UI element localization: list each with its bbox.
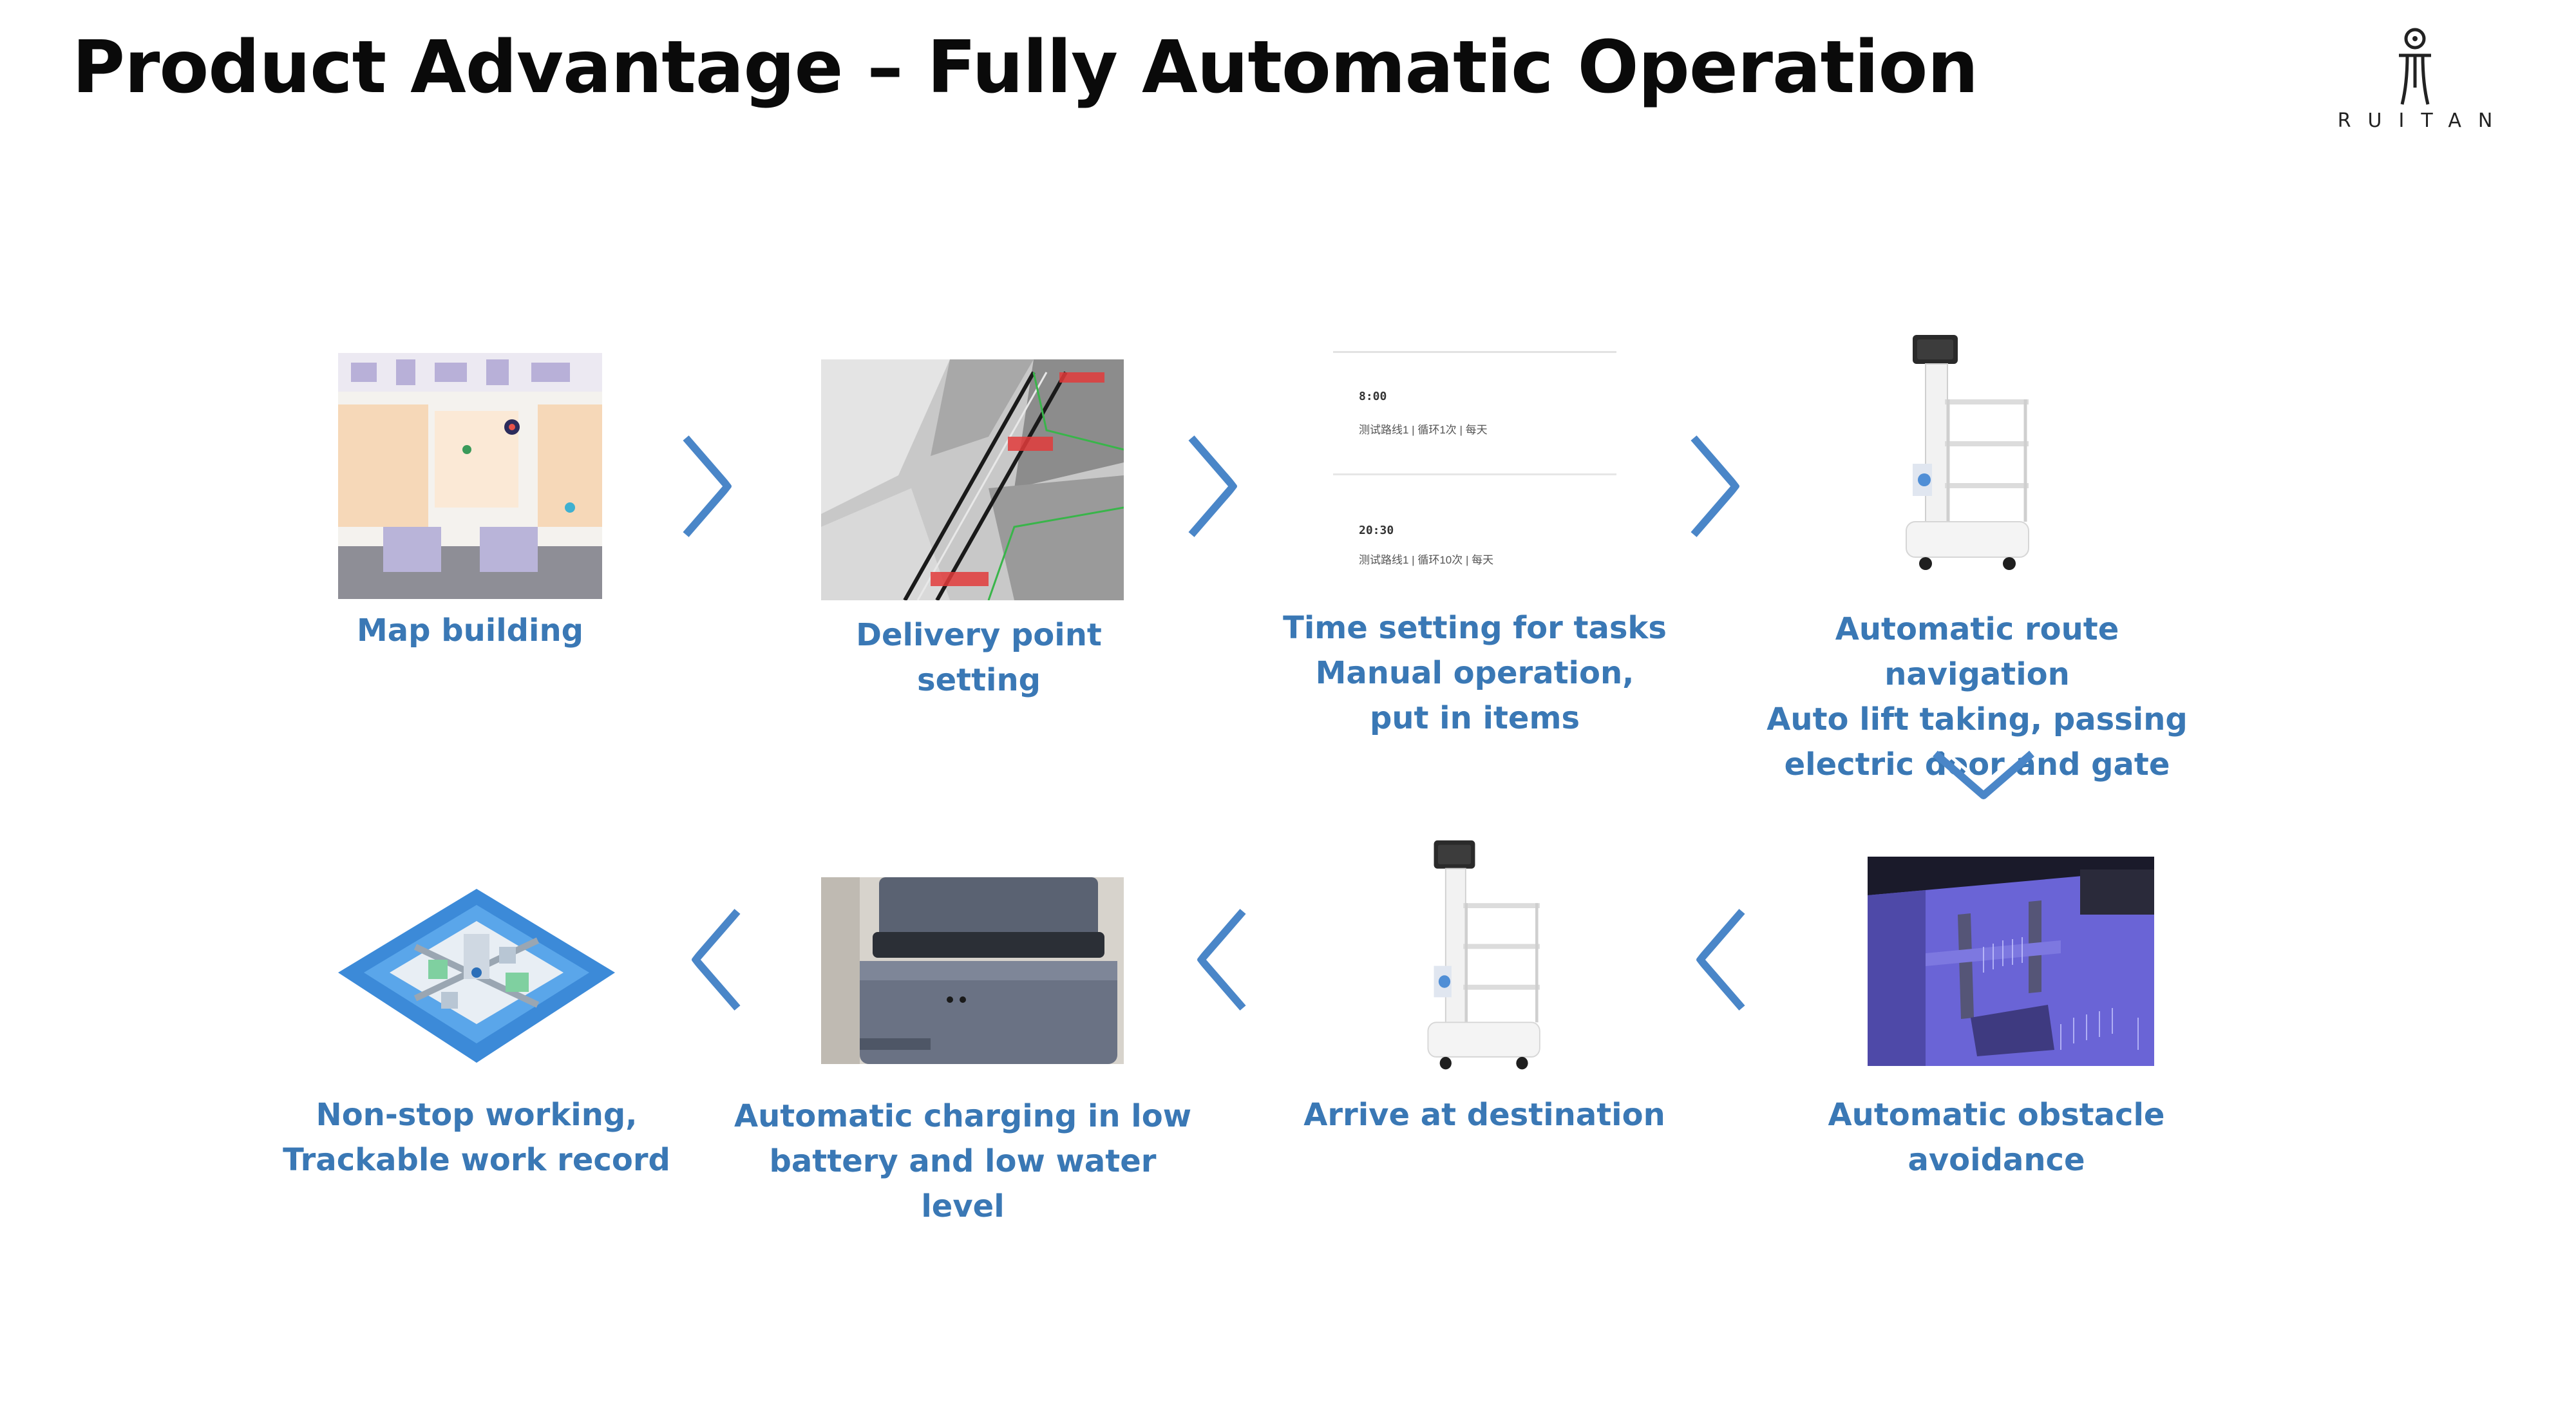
step-caption: Non-stop working, Trackable work record (283, 1097, 670, 1178)
step-caption: Arrive at destination (1303, 1097, 1665, 1133)
chevron-right-icon (1185, 435, 1243, 538)
charging-image (821, 877, 1124, 1064)
page-title: Product Advantage – Fully Automatic Oper… (72, 26, 1978, 109)
schedule-time: 20:30 (1359, 524, 1394, 537)
ruitan-logo: RUITAN (2318, 26, 2512, 135)
robot-image (1887, 328, 2035, 580)
schedule-time: 8:00 (1359, 390, 1387, 403)
map-building-image (338, 353, 602, 599)
time-setting-image: 8:00 测试路线1 | 循环1次 | 每天 20:30 测试路线1 | 循环1… (1333, 351, 1616, 583)
chevron-right-icon (679, 435, 737, 538)
chevron-right-icon (1687, 435, 1745, 538)
obstacle-avoidance-image (1868, 857, 2154, 1066)
step-caption: Automatic obstacle avoidance (1828, 1097, 2165, 1178)
step-caption: Delivery point setting (856, 617, 1102, 698)
step-caption: Automatic charging in low battery and lo… (734, 1098, 1192, 1224)
delivery-point-image (821, 359, 1124, 600)
logo-figure-icon (2399, 28, 2431, 105)
chevron-left-icon (1191, 908, 1249, 1011)
chevron-left-icon (686, 908, 744, 1011)
step-caption: Time setting for tasks Manual operation,… (1283, 610, 1667, 736)
schedule-detail: 测试路线1 | 循环10次 | 每天 (1359, 554, 1494, 566)
chevron-left-icon (1690, 908, 1748, 1011)
robot-image (1410, 834, 1546, 1079)
step-caption: Map building (356, 613, 583, 649)
schedule-detail: 测试路线1 | 循环1次 | 每天 (1359, 424, 1488, 436)
chevron-down-icon (1932, 747, 2035, 805)
logo-text: RUITAN (2337, 109, 2510, 132)
smart-city-image (338, 876, 615, 1069)
step-caption: Automatic route navigation Auto lift tak… (1766, 611, 2188, 783)
